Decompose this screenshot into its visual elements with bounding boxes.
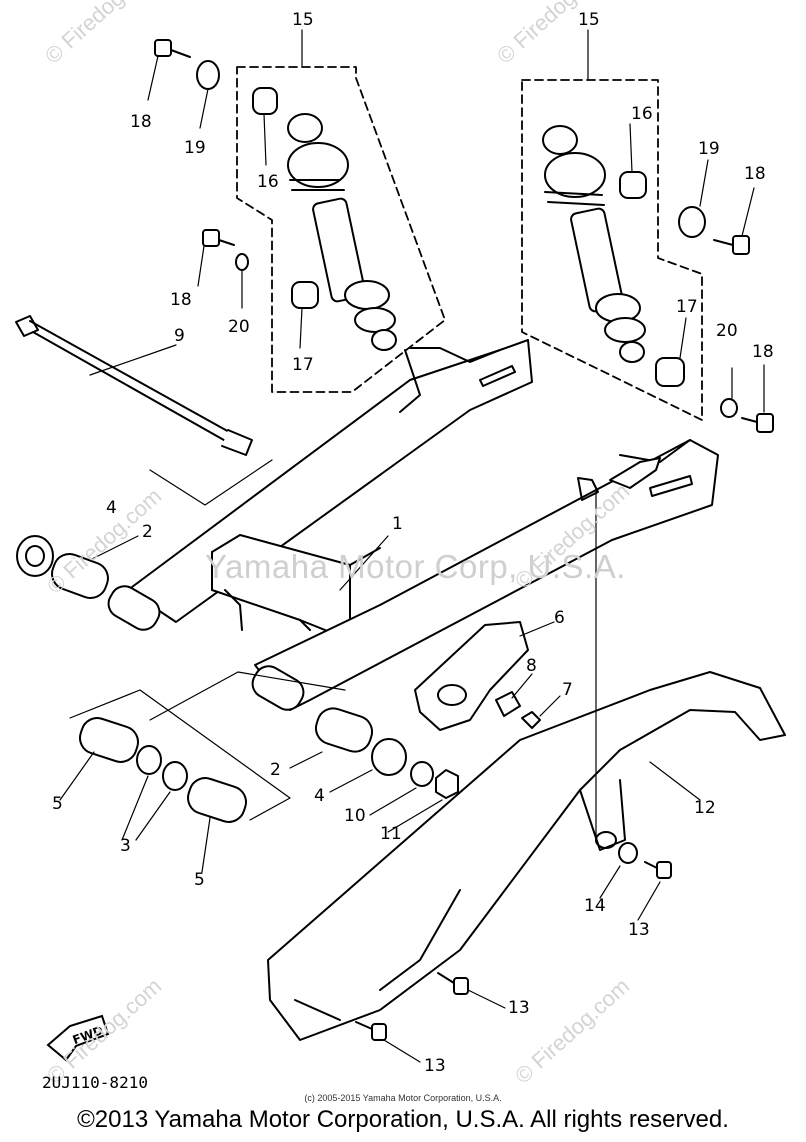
collar-19-left [196, 60, 220, 90]
callout-5-lower: 5 [194, 870, 205, 890]
shim-3-a [136, 745, 162, 775]
callout-12: 12 [694, 798, 716, 818]
callout-13-c: 13 [424, 1056, 446, 1076]
footer-copyright: ©2013 Yamaha Motor Corporation, U.S.A. A… [77, 1106, 729, 1133]
shock-group-outline-left [236, 66, 446, 393]
callout-14: 14 [584, 896, 606, 916]
shock-bushing-17-left [291, 281, 319, 309]
callout-18-mid-left: 18 [170, 290, 192, 310]
washer-14 [618, 842, 638, 864]
callout-19-left: 19 [184, 138, 206, 158]
rear-shock-left [287, 113, 397, 351]
axle-guide-line [149, 459, 273, 506]
rear-shock-right [542, 125, 646, 363]
collar-5-lower [187, 777, 247, 823]
callout-1: 1 [392, 514, 403, 534]
thrust-cover-4-right [371, 738, 407, 776]
washer-20-left [235, 253, 249, 271]
bolt-18-top-left [154, 39, 191, 58]
callout-15-right: 15 [578, 10, 600, 30]
callout-5-upper: 5 [52, 794, 63, 814]
bolt-13-b [437, 972, 469, 995]
footer-copyright-small: (c) 2005-2015 Yamaha Motor Corporation, … [304, 1093, 502, 1103]
bolt-13-a [644, 861, 672, 879]
chain-case [267, 671, 786, 1041]
callout-11: 11 [380, 824, 402, 844]
callout-18-top-right: 18 [744, 164, 766, 184]
callout-7: 7 [562, 680, 573, 700]
lower-right-guide [149, 671, 346, 721]
shim-3-b [162, 761, 188, 791]
nut-7 [521, 711, 541, 729]
callout-18-low-right: 18 [752, 342, 774, 362]
shock-bushing-16-left [252, 87, 278, 115]
callout-10: 10 [344, 806, 366, 826]
shock-bushing-16-right [619, 171, 647, 199]
chain-adjuster-bracket [609, 457, 661, 489]
washer-20-right [720, 398, 738, 418]
callout-15-left: 15 [292, 10, 314, 30]
pivot-boss-left [107, 585, 161, 631]
lower-left-guide [69, 689, 291, 821]
callout-6: 6 [554, 608, 565, 628]
callout-3: 3 [120, 836, 131, 856]
leader-lines [59, 29, 765, 1063]
callout-17-left: 17 [292, 355, 314, 375]
callout-2-right: 2 [270, 760, 281, 780]
callout-8: 8 [526, 656, 537, 676]
nut-11 [435, 769, 459, 799]
callout-13-a: 13 [628, 920, 650, 940]
callout-4-right: 4 [314, 786, 325, 806]
bushing-2-right [314, 707, 374, 753]
thrust-cover-4-left [16, 535, 54, 577]
shock-bushing-17-right [655, 357, 685, 387]
collar-8 [495, 691, 521, 717]
bolt-18-low-right [741, 413, 774, 433]
chain-guide-6 [414, 621, 529, 731]
bolt-13-c [355, 1021, 387, 1041]
collar-5-upper [79, 717, 139, 763]
callout-2-left: 2 [142, 522, 153, 542]
callout-20-left: 20 [228, 317, 250, 337]
callout-17-right: 17 [676, 297, 698, 317]
callout-4-left: 4 [106, 498, 117, 518]
drawing-code: 2UJ110-8210 [42, 1073, 148, 1092]
callout-19-right: 19 [698, 139, 720, 159]
callout-18-top-left: 18 [130, 112, 152, 132]
callout-16-right: 16 [631, 104, 653, 124]
bolt-18-mid-left [202, 229, 235, 247]
washer-10 [410, 761, 434, 787]
bolt-18-top-right [713, 235, 750, 255]
pivot-shaft [15, 315, 253, 456]
callout-13-b: 13 [508, 998, 530, 1018]
watermark-center: Yamaha Motor Corp, U.S.A. [205, 548, 626, 585]
bushing-2-left [51, 553, 109, 599]
fwd-arrow-icon [46, 1014, 110, 1062]
callout-16-left: 16 [257, 172, 279, 192]
collar-19-right [678, 206, 706, 238]
shock-group-outline-right [521, 79, 703, 421]
callout-20-right: 20 [716, 321, 738, 341]
callout-9: 9 [174, 326, 185, 346]
